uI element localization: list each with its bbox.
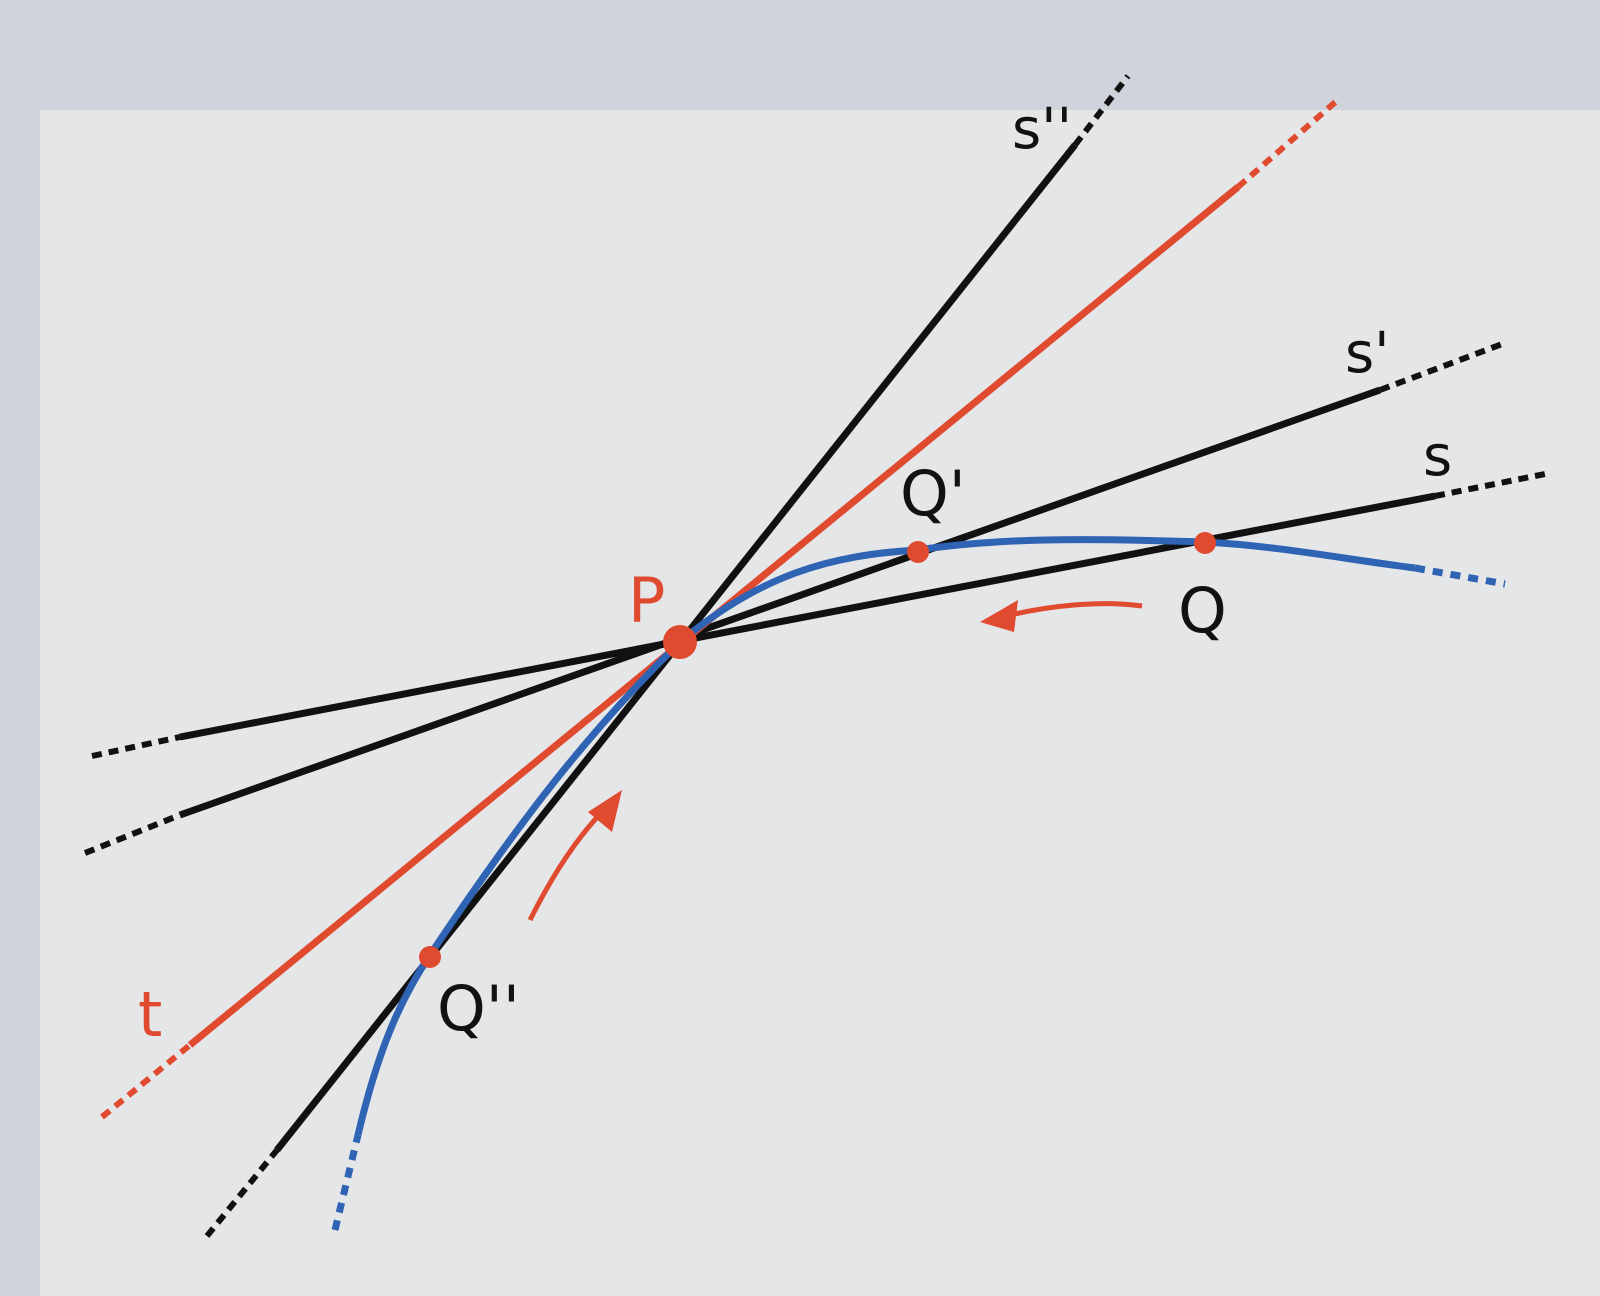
point-q [1194,532,1216,554]
label-q-prime: Q' [900,457,966,530]
label-s-prime: s' [1345,321,1390,386]
point-p [663,625,697,659]
arrow-from-q-double-prime [527,790,622,922]
arrow-from-q [980,600,1143,632]
label-p: P [628,564,665,637]
point-q-prime [907,541,929,563]
point-q-double-prime [419,946,441,968]
secant-line-s-prime [83,340,1507,856]
label-q-double-prime: Q'' [437,972,520,1045]
secant-line-s [91,471,1546,759]
label-s: s [1423,424,1452,489]
label-s-double-prime: s'' [1012,97,1072,162]
figure-panel [40,110,1600,1296]
label-t: t [138,978,162,1051]
label-q: Q [1178,574,1227,647]
